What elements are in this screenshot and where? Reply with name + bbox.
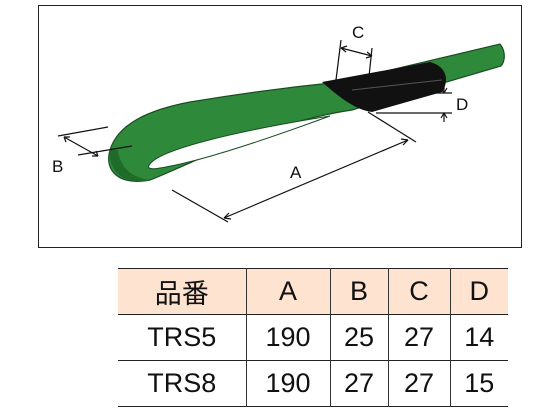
sleeve-seam — [351, 79, 443, 91]
dimension-c-label: C — [352, 23, 364, 42]
header-c: C — [387, 268, 451, 315]
cell-c: 27 — [387, 314, 451, 361]
cell-a: 190 — [245, 360, 331, 407]
cell-b: 27 — [329, 360, 389, 407]
cell-c: 27 — [387, 360, 451, 407]
dimension-b — [57, 126, 133, 157]
sling-diagram: C D B A — [52, 23, 505, 223]
table-header-row: 品番 A B C D — [118, 268, 508, 315]
table-row: TRS8 190 27 27 15 — [118, 360, 508, 407]
header-d: D — [449, 268, 508, 315]
dimension-d-label: D — [456, 95, 468, 114]
cell-model: TRS5 — [118, 314, 247, 361]
header-model: 品番 — [118, 268, 247, 315]
cell-model: TRS8 — [118, 360, 247, 407]
table-row: TRS5 190 25 27 14 — [118, 314, 508, 361]
sling-eye-hole — [147, 115, 331, 170]
spec-table: 品番 A B C D TRS5 190 25 27 14 TRS8 190 27… — [118, 268, 508, 407]
dimension-a-label: A — [290, 163, 302, 182]
cell-a: 190 — [245, 314, 331, 361]
cell-d: 15 — [449, 360, 508, 407]
sling-fold — [109, 150, 150, 182]
dimension-a — [171, 111, 417, 223]
dimension-d — [376, 84, 452, 122]
header-b: B — [329, 268, 389, 315]
sling-sleeve — [322, 62, 446, 112]
cell-d: 14 — [449, 314, 508, 361]
dimension-b-label: B — [52, 157, 63, 176]
header-a: A — [245, 268, 331, 315]
dimension-c — [335, 39, 373, 87]
cell-b: 25 — [329, 314, 389, 361]
